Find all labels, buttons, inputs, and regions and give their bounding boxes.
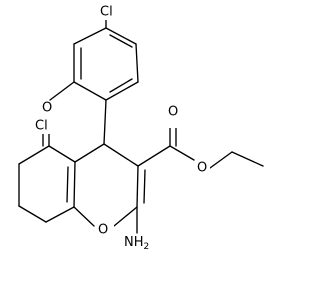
ester-carbonyl-oxygen-label: O — [168, 105, 178, 120]
atom-labels: Cl Cl O O O O NH2 — [35, 5, 207, 252]
chemical-structure-diagram: Cl Cl O O O O NH2 — [18, 4, 264, 252]
ester-oxygen-label: O — [197, 161, 207, 176]
amino-group-label: NH2 — [124, 235, 149, 252]
ketone-oxygen-label: O — [42, 101, 52, 116]
chlorine-left-label: Cl — [35, 119, 48, 134]
bond-lines — [18, 15, 264, 234]
chlorine-top-label: Cl — [100, 5, 113, 20]
amino-nitrogen-hydrogen-label: NH — [124, 235, 144, 250]
ring-oxygen-label: O — [98, 223, 108, 238]
amino-subscript-label: 2 — [144, 242, 150, 252]
atom-label-backgrounds — [36, 4, 210, 252]
